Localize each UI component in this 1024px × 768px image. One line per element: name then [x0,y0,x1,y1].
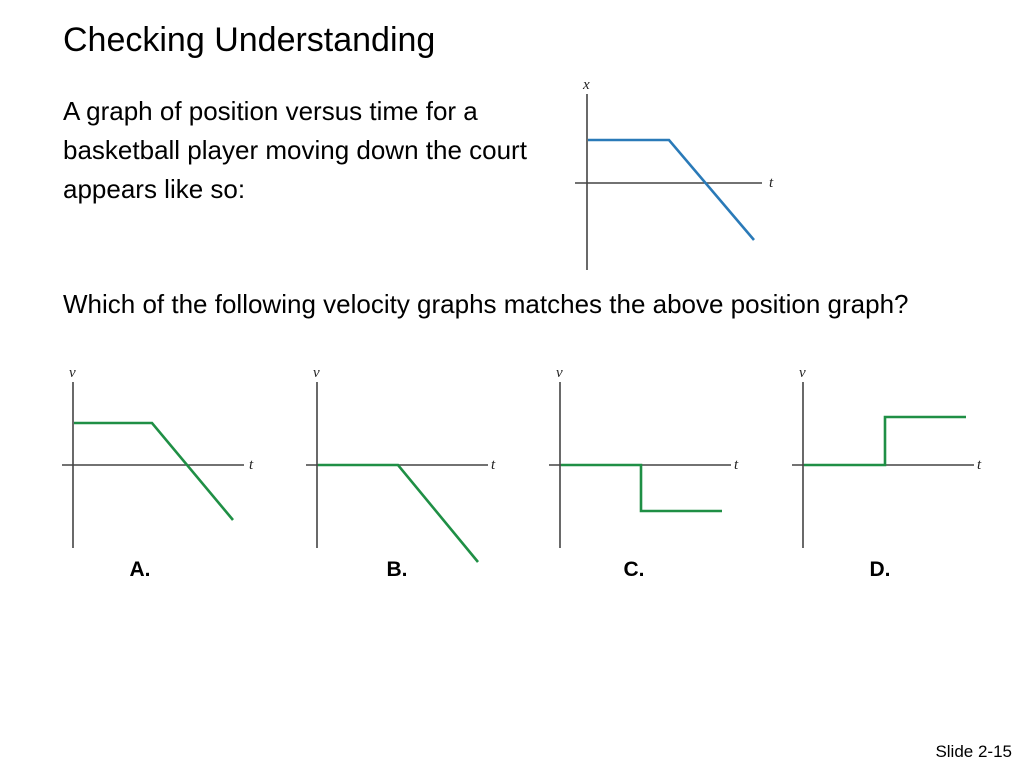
t-axis-label: t [249,457,254,473]
option-c-label[interactable]: C. [623,558,645,581]
v-axis-label: v [69,365,76,381]
slide-title: Checking Understanding [63,21,436,59]
velocity-line-d [804,415,966,467]
position-time-graph: x t [575,77,774,270]
t-axis-label: t [769,175,774,191]
velocity-line-c [561,463,722,513]
v-axis-label: v [799,365,806,381]
v-axis-label: v [556,365,563,381]
velocity-line-a [74,421,234,521]
v-axis-label: v [313,365,320,381]
t-axis-label: t [491,457,496,473]
x-axis-label: x [582,77,590,93]
velocity-line-b [318,463,480,563]
t-axis-label: t [734,457,739,473]
slide-number: Slide 2-15 [935,742,1012,761]
position-line [588,138,755,241]
intro-text: A graph of position versus time for a ba… [63,96,527,204]
velocity-graph-d[interactable]: v t [788,360,998,560]
velocity-graph-c[interactable]: v t [545,360,745,560]
question-text: Which of the following velocity graphs m… [63,289,909,319]
velocity-graph-b[interactable]: v t [302,360,502,570]
velocity-graph-a[interactable]: v t [58,360,258,560]
option-d-label[interactable]: D. [869,558,891,581]
t-axis-label: t [977,457,982,473]
option-a-label[interactable]: A. [129,558,151,581]
option-b-label[interactable]: B. [386,558,408,581]
